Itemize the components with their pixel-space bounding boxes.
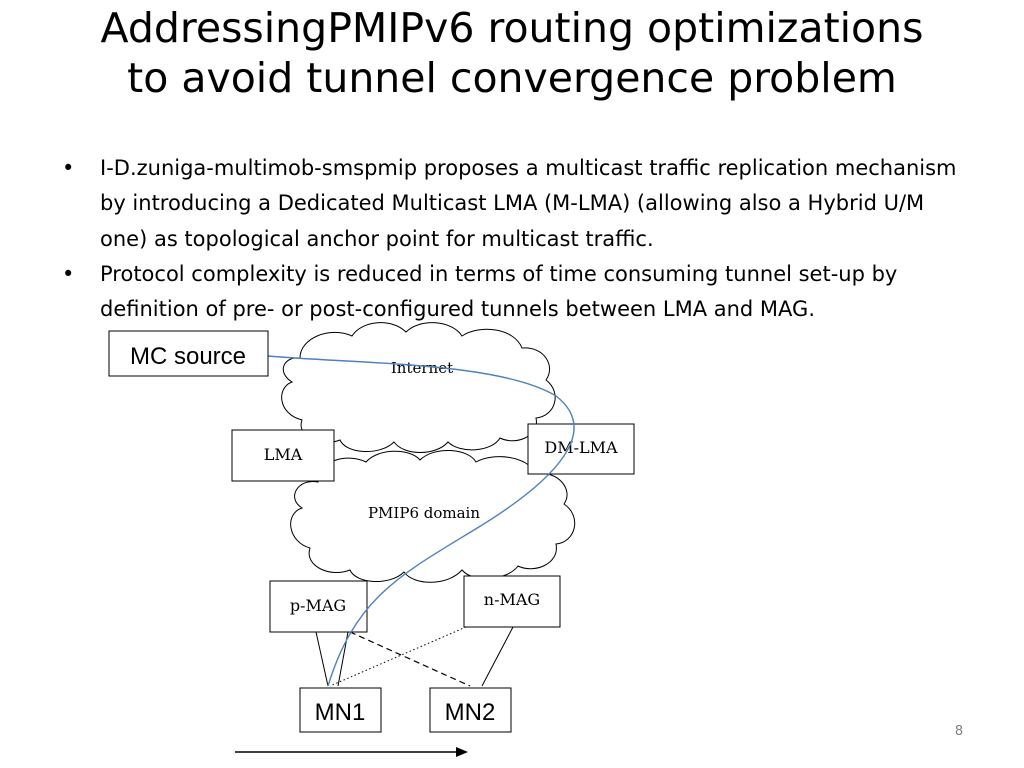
bullet-text: Protocol complexity is reduced in terms … bbox=[100, 261, 898, 322]
mc-source-label: MC source bbox=[130, 343, 246, 370]
bullet-item: • I-D.zuniga-multimob-smspmip proposes a… bbox=[62, 151, 962, 257]
n-mag-label: n-MAG bbox=[484, 590, 540, 609]
mn2-label: MN2 bbox=[445, 699, 496, 726]
mn1-label: MN1 bbox=[315, 699, 366, 726]
bullet-item: • Protocol complexity is reduced in term… bbox=[62, 257, 962, 328]
lma-box bbox=[231, 429, 335, 482]
internet-cloud bbox=[281, 322, 556, 453]
pmip6-domain-label: PMIP6 domain bbox=[368, 504, 480, 522]
p-mag-label: p-MAG bbox=[290, 596, 346, 615]
bullet-text: I-D.zuniga-multimob-smspmip proposes a m… bbox=[100, 156, 957, 251]
page-number: 8 bbox=[954, 724, 964, 739]
title-line-2: to avoid tunnel convergence problem bbox=[127, 53, 897, 102]
n-mag-box bbox=[463, 575, 561, 628]
movement-arrow-head bbox=[456, 747, 468, 757]
multicast-path bbox=[267, 355, 575, 687]
slide-title: AddressingPMIPv6 routing optimizations t… bbox=[20, 4, 1004, 103]
pmip6-domain-cloud bbox=[290, 449, 576, 583]
mn2-box bbox=[429, 687, 512, 733]
p-mag-mn1-link-left bbox=[315, 631, 329, 687]
p-mag-box bbox=[269, 580, 368, 633]
bullet-dot: • bbox=[62, 261, 75, 286]
title-line-1: AddressingPMIPv6 routing optimizations bbox=[100, 4, 924, 52]
lma-label: LMA bbox=[264, 445, 303, 464]
n-mag-mn2-link bbox=[481, 626, 514, 687]
bullet-list: • I-D.zuniga-multimob-smspmip proposes a… bbox=[62, 151, 962, 327]
internet-label: Internet bbox=[391, 359, 453, 377]
mn1-box bbox=[299, 687, 382, 733]
mc-source-box bbox=[108, 330, 269, 377]
dm-lma-box bbox=[527, 423, 635, 475]
p-mag-mn2-dashed-link bbox=[349, 631, 471, 687]
bullet-dot: • bbox=[62, 156, 75, 180]
n-mag-mn1-dotted-link bbox=[329, 626, 467, 687]
dm-lma-label: DM-LMA bbox=[544, 438, 618, 457]
